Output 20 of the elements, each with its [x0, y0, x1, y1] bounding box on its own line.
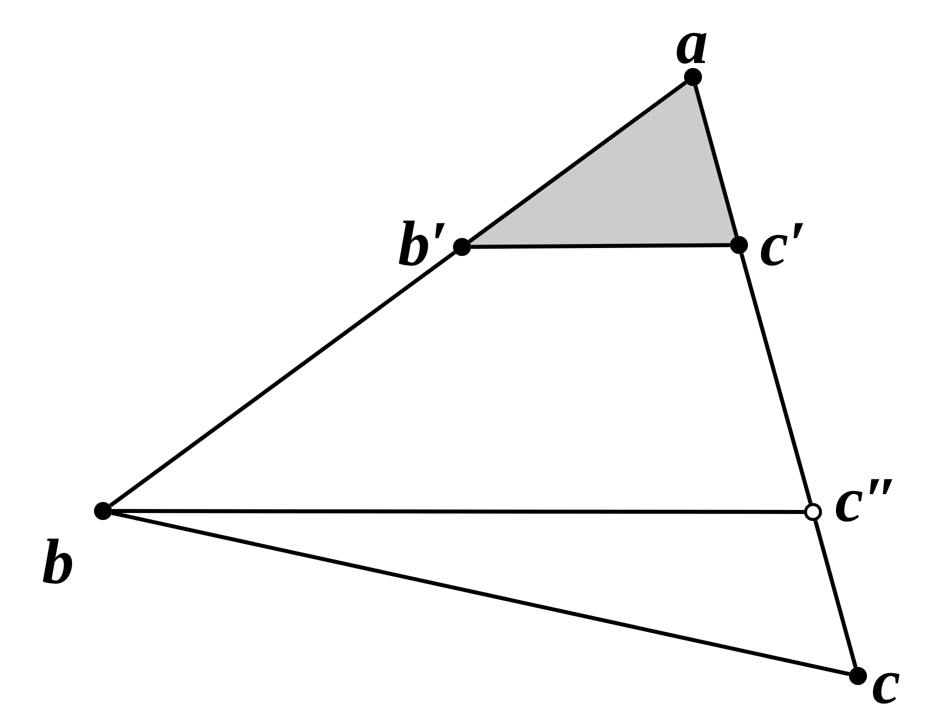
point-dot	[684, 68, 702, 86]
point-dot	[730, 236, 748, 254]
line-segment	[111, 510, 850, 676]
line-segment	[468, 80, 687, 244]
line-segment	[739, 253, 813, 504]
point-label: c	[872, 650, 900, 714]
line-segment	[813, 520, 858, 668]
point-dot	[849, 667, 867, 685]
line-segment	[693, 85, 739, 237]
point-label: b	[42, 530, 74, 594]
line-segment	[470, 243, 730, 249]
point-dot	[453, 238, 471, 256]
point-label: b′	[398, 212, 448, 276]
point-label: a	[676, 10, 708, 74]
point-label: c′	[760, 212, 806, 276]
line-segment	[112, 509, 804, 514]
point-label: c″	[835, 468, 899, 532]
point-dot	[94, 502, 112, 520]
line-segment	[109, 250, 456, 508]
open-point-circle	[804, 503, 822, 521]
